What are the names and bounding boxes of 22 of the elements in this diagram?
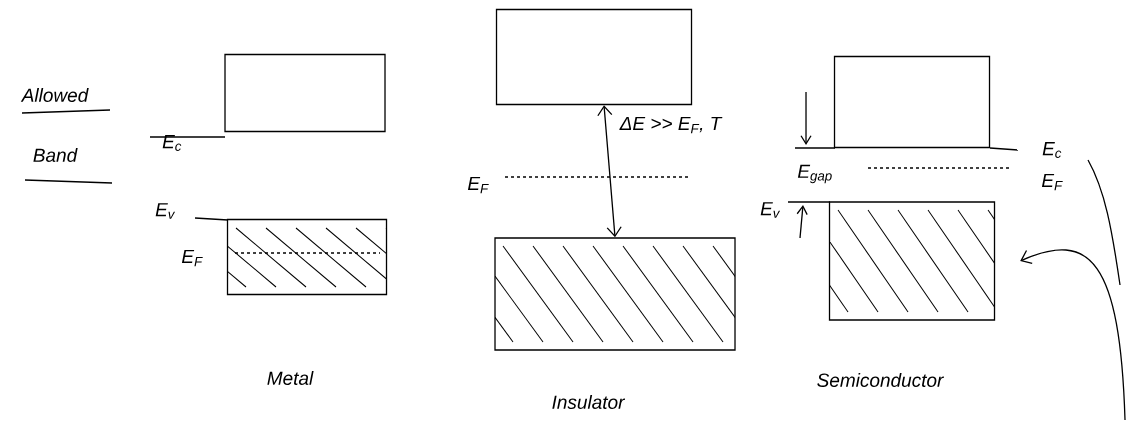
hatched-band-box — [226, 218, 388, 296]
arrow — [597, 105, 622, 238]
band-box — [224, 53, 386, 133]
handwritten-label: Insulator — [552, 395, 626, 409]
handwritten-label: E$_{c}$ — [1042, 142, 1062, 158]
handwritten-label: E$_{gap}$ — [797, 164, 832, 184]
handwritten-label: E$_{F}$ — [1041, 173, 1063, 191]
arrow — [1020, 249, 1126, 421]
hatched-band-box — [828, 201, 996, 321]
hatched-band-box — [494, 237, 736, 351]
handwritten-label: E$_{c}$ — [162, 135, 182, 151]
handwritten-label: Metal — [267, 371, 314, 385]
handwritten-label: E$_{v}$ — [760, 202, 781, 218]
handwritten-label: Semiconductor — [817, 373, 944, 387]
band-box — [833, 55, 991, 149]
handwritten-label: E$_{v}$ — [155, 203, 176, 219]
handwritten-label: Allowed — [20, 88, 89, 102]
handwritten-label: E$_{F}$ — [181, 249, 203, 267]
handwritten-label: Band — [33, 148, 78, 162]
edge-label: ΔE >> E$_{F}$, T — [619, 116, 723, 134]
handwritten-label: E$_{F}$ — [467, 176, 489, 194]
band-box — [495, 8, 693, 106]
